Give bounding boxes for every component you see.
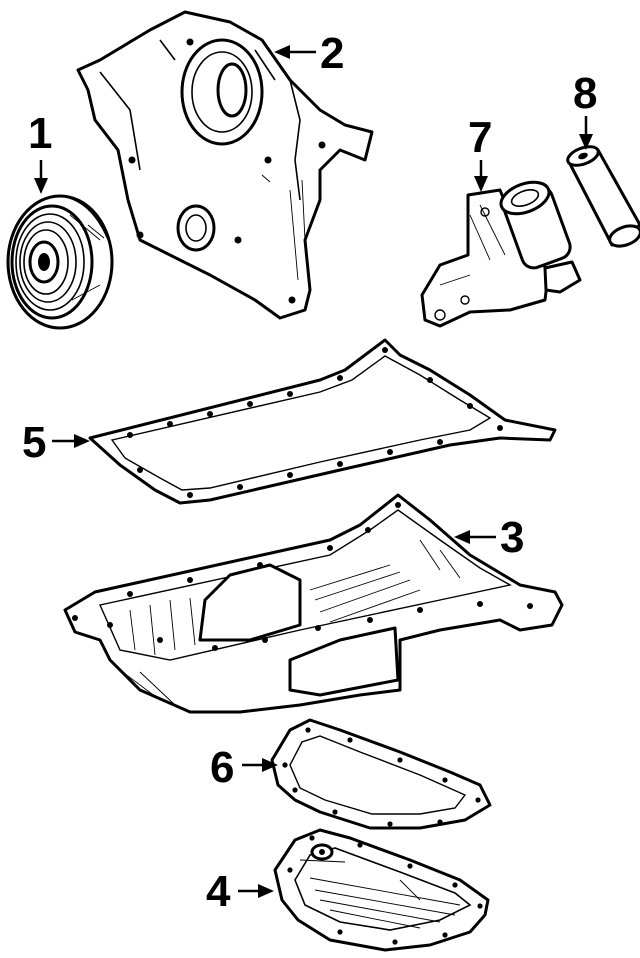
callout-4: 4 [206,867,274,916]
part-2-timing-cover [76,10,374,320]
callout-6: 6 [210,743,278,792]
part-8-filter-element [566,145,640,248]
callout-6-label: 6 [210,743,234,792]
callout-7-label: 7 [468,113,492,162]
callout-4-label: 4 [206,867,231,916]
callout-2: 2 [274,29,344,78]
lower-gasket-holes [282,727,481,827]
callout-8-label: 8 [573,69,597,118]
part-1-pulley [6,194,114,330]
gasket-bolt-holes [127,347,503,498]
part-5-pan-gasket [88,338,557,505]
part-7-filter-housing [420,180,582,328]
callout-2-label: 2 [320,29,344,78]
callout-5: 5 [22,418,90,467]
part-3-upper-oil-pan [63,493,564,714]
lower-pan-holes [287,835,483,945]
callout-8: 8 [573,69,597,150]
callout-5-label: 5 [22,418,46,467]
callout-7: 7 [468,113,492,192]
callout-1-label: 1 [28,109,52,158]
callout-3: 3 [454,513,524,562]
pan-bolt-holes [72,502,533,651]
part-6-lower-gasket [270,718,492,830]
callout-1: 1 [28,109,52,194]
callout-3-label: 3 [500,513,524,562]
part-4-lower-oil-pan [273,828,490,952]
